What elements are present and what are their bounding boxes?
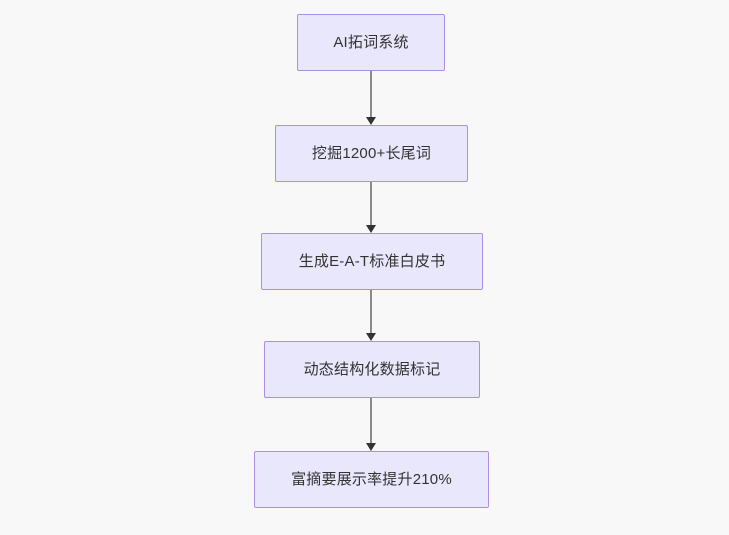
edge-line <box>370 398 372 444</box>
flow-node-longtail-keywords[interactable]: 挖掘1200+长尾词 <box>275 125 468 182</box>
flow-node-label: 挖掘1200+长尾词 <box>311 145 432 162</box>
flow-edge-n2-n3 <box>360 182 382 233</box>
flow-node-label: 富摘要展示率提升210% <box>291 471 452 488</box>
flow-node-eat-whitepaper[interactable]: 生成E-A-T标准白皮书 <box>261 233 483 290</box>
flow-edge-n3-n4 <box>360 290 382 341</box>
arrow-down-icon <box>366 333 376 341</box>
arrow-down-icon <box>366 443 376 451</box>
flow-node-label: 动态结构化数据标记 <box>303 361 441 378</box>
flow-node-rich-snippet-result[interactable]: 富摘要展示率提升210% <box>254 451 489 508</box>
flow-node-structured-data-markup[interactable]: 动态结构化数据标记 <box>264 341 480 398</box>
arrow-down-icon <box>366 117 376 125</box>
flow-edge-n1-n2 <box>360 71 382 125</box>
flow-node-label: AI拓词系统 <box>333 34 409 51</box>
flow-node-ai-keyword-system[interactable]: AI拓词系统 <box>297 14 445 71</box>
arrow-down-icon <box>366 225 376 233</box>
edge-line <box>370 182 372 226</box>
edge-line <box>370 290 372 334</box>
edge-line <box>370 71 372 118</box>
flow-edge-n4-n5 <box>360 398 382 451</box>
flow-node-label: 生成E-A-T标准白皮书 <box>298 253 446 270</box>
